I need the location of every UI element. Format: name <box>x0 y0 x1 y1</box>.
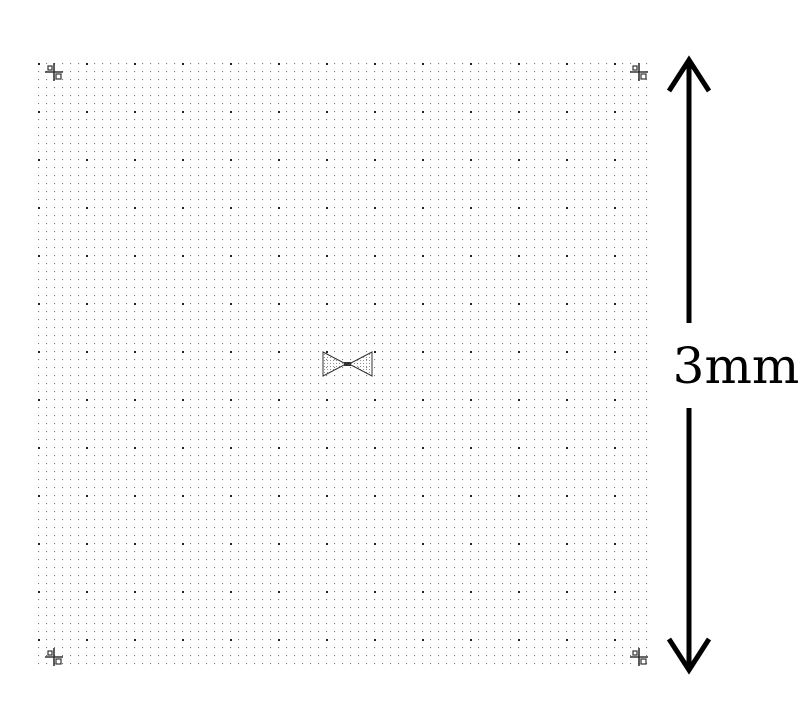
alignment-mark-bottom-left <box>45 648 63 666</box>
alignment-mark-top-right <box>630 63 648 81</box>
substrate-grid <box>38 63 652 671</box>
grid-dots-major <box>38 63 652 671</box>
arrowhead-down-icon <box>666 637 712 675</box>
alignment-mark-top-left <box>45 63 63 81</box>
arrowhead-up-icon <box>666 55 712 93</box>
bowtie-antenna <box>322 351 373 377</box>
scale-bar-label: 3mm <box>673 337 800 395</box>
alignment-mark-bottom-right <box>630 648 648 666</box>
scale-bar: 3mm <box>666 55 800 675</box>
